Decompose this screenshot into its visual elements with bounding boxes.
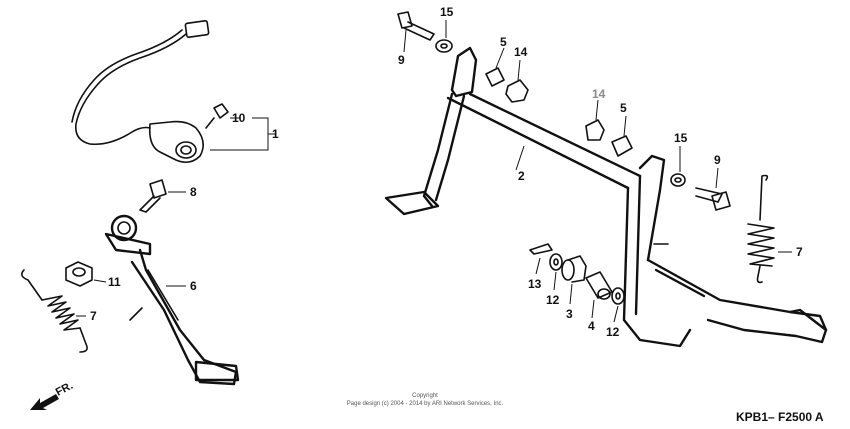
nut-11 bbox=[65, 261, 107, 287]
washer-12-left bbox=[549, 253, 563, 291]
washer-15-top bbox=[435, 20, 453, 53]
copyright-notice: Page design (c) 2004 - 2014 by ARI Netwo… bbox=[346, 401, 504, 407]
callout-5-right: 5 bbox=[620, 101, 627, 115]
collar-5-top bbox=[485, 47, 505, 87]
callout-13: 13 bbox=[528, 277, 542, 291]
callout-12-left: 12 bbox=[546, 293, 560, 307]
callout-15-top: 15 bbox=[440, 5, 454, 19]
callout-14-top: 14 bbox=[514, 45, 528, 59]
bolt-9-top bbox=[397, 11, 435, 53]
washer-12-right bbox=[611, 287, 625, 323]
collar-4 bbox=[585, 271, 613, 319]
diagram-code: KPB1– F2500 A bbox=[736, 410, 824, 424]
front-direction-arrow-icon: FR. bbox=[30, 382, 75, 410]
callout-9-top: 9 bbox=[398, 53, 405, 67]
callout-14-right: 14 bbox=[592, 87, 606, 101]
callout-12-right: 12 bbox=[606, 325, 620, 339]
callout-4: 4 bbox=[588, 319, 595, 333]
screw-10 bbox=[205, 103, 240, 129]
callout-8: 8 bbox=[190, 185, 197, 199]
callout-5-top: 5 bbox=[500, 35, 507, 49]
callout-6: 6 bbox=[190, 279, 197, 293]
front-indicator-label: FR. bbox=[54, 382, 75, 399]
callout-11: 11 bbox=[108, 275, 121, 289]
callout-9-right: 9 bbox=[714, 153, 721, 167]
collar-5-right bbox=[611, 115, 633, 157]
bolt-8 bbox=[139, 179, 186, 213]
nut-14-right bbox=[585, 99, 605, 141]
washer-15-right bbox=[670, 146, 686, 187]
bolt-9-right bbox=[695, 167, 731, 211]
pin-13 bbox=[529, 243, 553, 275]
nut-14-top bbox=[505, 59, 529, 103]
callout-7-right: 7 bbox=[796, 245, 803, 259]
main-stand-2 bbox=[384, 46, 828, 348]
spring-7-right bbox=[747, 174, 792, 284]
callout-3: 3 bbox=[566, 307, 573, 321]
callout-15-right: 15 bbox=[674, 131, 688, 145]
callout-10: 10 bbox=[232, 111, 246, 125]
spring-7-left bbox=[20, 269, 88, 353]
side-stand-switch-assembly bbox=[71, 19, 210, 164]
callout-7-left: 7 bbox=[90, 309, 97, 323]
callout-1: 1 bbox=[272, 127, 279, 141]
side-stand-6 bbox=[104, 214, 240, 386]
roller-3 bbox=[561, 255, 587, 305]
callout-2: 2 bbox=[518, 169, 525, 183]
copyright-title: Copyright bbox=[412, 393, 438, 399]
